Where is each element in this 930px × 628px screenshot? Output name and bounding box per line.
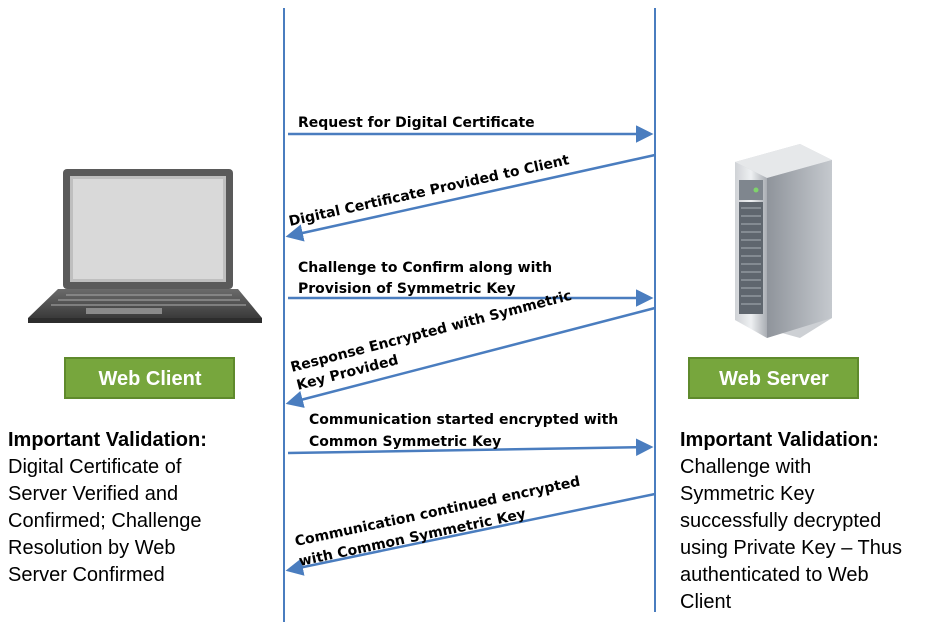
message-communication-continued: Communication continued encrypted with C… <box>285 474 656 576</box>
client-note-heading: Important Validation: <box>8 429 207 451</box>
message-label: Request for Digital Certificate <box>298 115 535 131</box>
server-validation-note: Important Validation: Challenge with Sym… <box>680 427 930 616</box>
message-arrow <box>285 492 656 576</box>
message-label: Digital Certificate Provided to Client <box>287 152 571 230</box>
client-note-line: Server Confirmed <box>8 564 165 586</box>
client-note-line: Digital Certificate of <box>8 456 182 478</box>
message-communication-started: Communication started encrypted with Com… <box>287 412 654 456</box>
client-note-line: Resolution by Web <box>8 537 176 559</box>
message-challenge-symmetric-key: Challenge to Confirm along with Provisio… <box>288 260 654 307</box>
message-label: Response Encrypted with Symmetric <box>289 288 574 376</box>
server-note-line: using Private Key – Thus <box>680 537 902 559</box>
message-arrow <box>287 438 654 456</box>
message-response-encrypted: Response Encrypted with Symmetric Key Pr… <box>285 288 656 408</box>
web-client-box: Web Client <box>64 357 235 399</box>
client-validation-note: Important Validation: Digital Certificat… <box>8 427 268 589</box>
web-server-box: Web Server <box>688 357 859 399</box>
message-label: Common Symmetric Key <box>309 434 501 450</box>
server-note-line: successfully decrypted <box>680 510 882 532</box>
web-client-label: Web Client <box>99 368 202 390</box>
message-certificate-provided: Digital Certificate Provided to Client <box>285 152 656 242</box>
server-tower-icon <box>735 144 832 338</box>
message-arrow <box>285 153 656 242</box>
client-note-line: Server Verified and <box>8 483 179 505</box>
laptop-icon <box>28 169 262 323</box>
message-request-certificate: Request for Digital Certificate <box>288 115 654 143</box>
server-note-line: authenticated to Web <box>680 564 869 586</box>
message-label: Challenge to Confirm along with <box>298 260 552 276</box>
message-arrow <box>285 306 656 408</box>
message-label: Provision of Symmetric Key <box>298 281 516 297</box>
server-note-line: Challenge with <box>680 456 812 478</box>
server-note-line: Client <box>680 591 732 613</box>
client-note-line: Confirmed; Challenge <box>8 510 202 532</box>
message-label: Communication started encrypted with <box>309 412 618 428</box>
web-server-label: Web Server <box>719 368 829 390</box>
server-note-line: Symmetric Key <box>680 483 815 505</box>
server-note-heading: Important Validation: <box>680 429 879 451</box>
